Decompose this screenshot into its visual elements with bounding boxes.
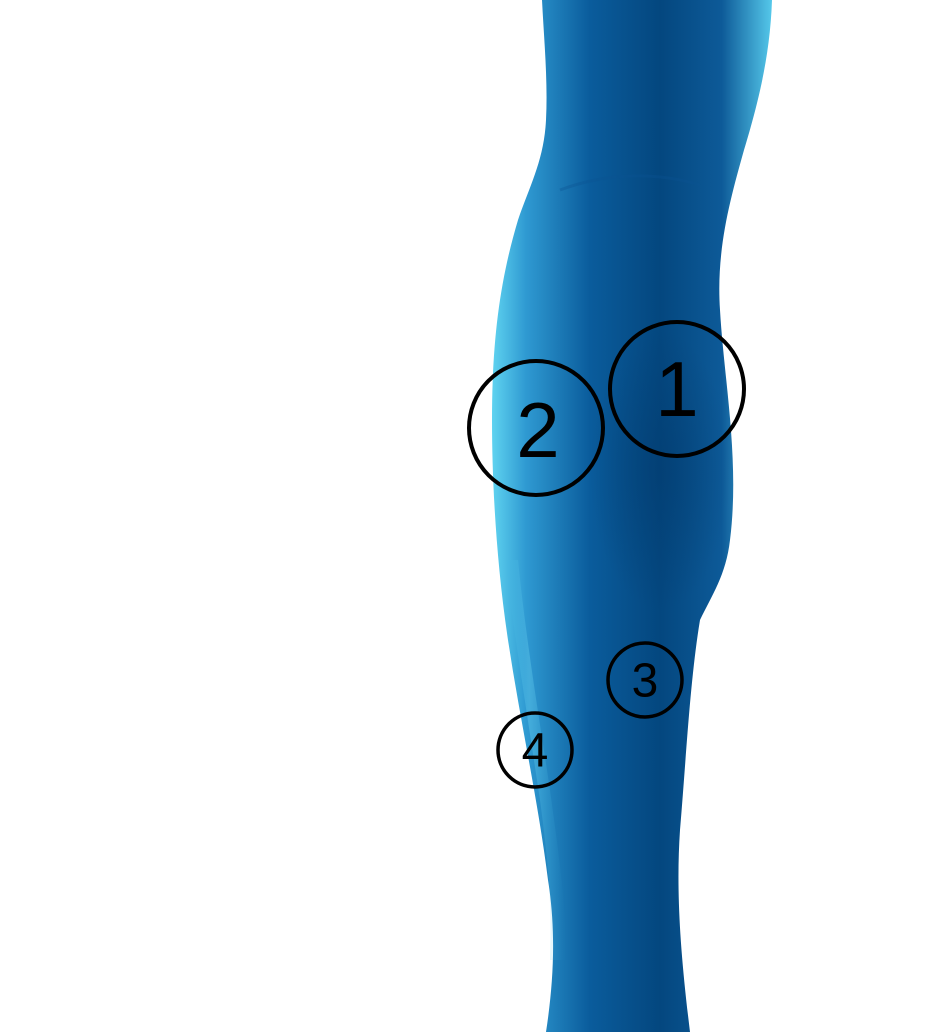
marker-4: 4 [496, 711, 574, 789]
marker-1-label: 1 [655, 345, 698, 433]
shin-highlight [505, 560, 566, 960]
knee-crease [559, 174, 701, 192]
marker-2-ring [467, 359, 605, 497]
marker-4-label: 4 [522, 725, 549, 778]
marker-3-ring [606, 641, 684, 719]
marker-2: 2 [467, 359, 605, 497]
calf-shading [590, 330, 730, 610]
marker-3: 3 [606, 641, 684, 719]
marker-2-label: 2 [516, 386, 559, 474]
marker-4-ring [496, 711, 574, 789]
marker-3-label: 3 [632, 655, 659, 708]
marker-1-ring [608, 320, 746, 458]
marker-1: 1 [608, 320, 746, 458]
